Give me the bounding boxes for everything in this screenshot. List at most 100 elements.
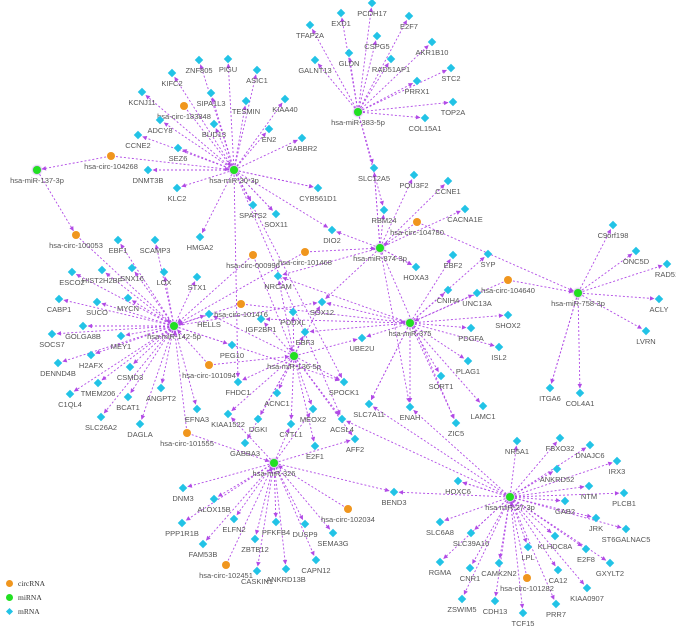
node-label: hsa-circ-101416 <box>214 310 268 319</box>
network-edge <box>366 324 406 338</box>
node-label: EBF1 <box>108 246 128 255</box>
network-edge <box>362 111 421 120</box>
network-edge <box>215 128 233 166</box>
network-edge <box>359 20 408 108</box>
network-edge <box>514 491 620 498</box>
node-label: GLDN <box>338 59 360 68</box>
node-label: KIAA0907 <box>570 594 604 603</box>
node-label: TOP2A <box>440 108 466 117</box>
node-label: E2F7 <box>400 22 418 31</box>
node-label: KIFC2 <box>161 79 183 88</box>
network-edge <box>413 325 465 359</box>
node-label: HIST2H2BF <box>81 276 123 285</box>
node-label: PODXL <box>280 318 306 327</box>
node-label: hsa-miR-142-5p <box>147 332 201 341</box>
node-label: SPOCK1 <box>328 388 360 397</box>
network-edge <box>494 501 510 597</box>
node-label: BEND3 <box>381 498 407 507</box>
node-label: DIO2 <box>323 236 341 245</box>
network-edge <box>582 264 663 292</box>
network-edge <box>463 501 509 595</box>
network-edge <box>254 259 293 352</box>
node-label: KLHDC8A <box>537 542 573 551</box>
node-label: PEG10 <box>219 351 245 360</box>
node-label: CAPN12 <box>301 566 331 575</box>
node-label: MEOX2 <box>299 415 327 424</box>
network-edge <box>336 231 376 247</box>
node-label: GAB2 <box>554 507 576 516</box>
legend-item-circrna: circRNA <box>4 576 45 590</box>
network-edge <box>582 292 655 301</box>
node-label: hsa-circ-101555 <box>160 439 214 448</box>
node-label: SOX12 <box>309 308 335 317</box>
network-edge <box>512 441 558 494</box>
node-label: hsa-miR-375 <box>388 329 432 338</box>
network-edge <box>231 417 271 460</box>
node-label: SEMA3G <box>317 539 349 548</box>
network-edge <box>160 330 174 384</box>
network-edge <box>361 45 429 109</box>
network-edge <box>182 149 230 169</box>
node-label: hsa-circ-101282 <box>500 584 554 593</box>
node-label: CACNA1E <box>447 215 483 224</box>
node-label: RGMA <box>428 568 452 577</box>
network-edge <box>235 174 341 415</box>
node-label: CSMD3 <box>116 373 144 382</box>
node-label: PPP1R1B <box>165 529 199 538</box>
node-label: ALOX15B <box>197 505 231 514</box>
network-edge <box>414 313 504 324</box>
network-edge <box>362 100 449 112</box>
node-label: AKR1B10 <box>415 48 449 57</box>
node-label: hsa-circ-102034 <box>321 515 375 524</box>
node-label: MYCN <box>116 304 140 313</box>
circrna-dot-icon <box>237 300 245 308</box>
node-label: GABBR2 <box>286 144 318 153</box>
mirna-dot-icon <box>406 319 414 327</box>
network-edge <box>514 497 592 519</box>
network-edge <box>317 63 356 109</box>
node-label: ACSL4 <box>330 425 354 434</box>
mirna-dot-icon <box>354 108 362 116</box>
legend-item-mirna: miRNA <box>4 590 45 604</box>
node-label: GXYLT2 <box>595 569 625 578</box>
node-label: PFKFB4 <box>261 528 291 537</box>
node-label: RAD51AP1 <box>371 65 411 74</box>
network-edge <box>295 336 304 352</box>
node-label: UNC13A <box>462 299 492 308</box>
node-label: DUSP9 <box>292 530 318 539</box>
network-edge <box>294 360 316 442</box>
node-label: NRCAM <box>264 282 292 291</box>
node-label: DGKI <box>248 425 268 434</box>
network-edge <box>278 360 293 389</box>
network-edge <box>358 7 374 108</box>
node-label: KLC2 <box>167 194 187 203</box>
node-label: COL15A1 <box>408 124 442 133</box>
network-edge <box>384 249 412 266</box>
node-label: ESCO2 <box>59 278 85 287</box>
network-edge <box>177 258 250 323</box>
mirna-dot-icon <box>33 166 41 174</box>
network-edge <box>237 173 273 211</box>
node-label: CSPG5 <box>364 42 390 51</box>
circrna-dot-icon <box>222 561 230 569</box>
network-edge <box>380 252 411 403</box>
network-edge <box>125 326 170 337</box>
network-edge <box>296 359 340 416</box>
node-label: ZNF805 <box>185 66 213 75</box>
node-label: PDGFA <box>458 334 484 343</box>
node-label: SOX11 <box>264 220 288 229</box>
node-label: EFNA3 <box>184 415 210 424</box>
node-label: ZSWIM5 <box>447 605 477 614</box>
network-edge <box>414 281 504 322</box>
node-label: SNX16 <box>120 274 144 283</box>
network-edge <box>205 466 272 541</box>
network-edge <box>282 276 406 322</box>
node-label: hsa-circ-000996 <box>226 261 280 270</box>
circrna-dot-icon <box>107 152 115 160</box>
network-edge <box>511 501 555 600</box>
node-label: CCNE1 <box>435 187 461 196</box>
network-edge <box>247 360 292 440</box>
node-label: LVRN <box>636 337 656 346</box>
node-label: HOXA3 <box>403 273 429 282</box>
